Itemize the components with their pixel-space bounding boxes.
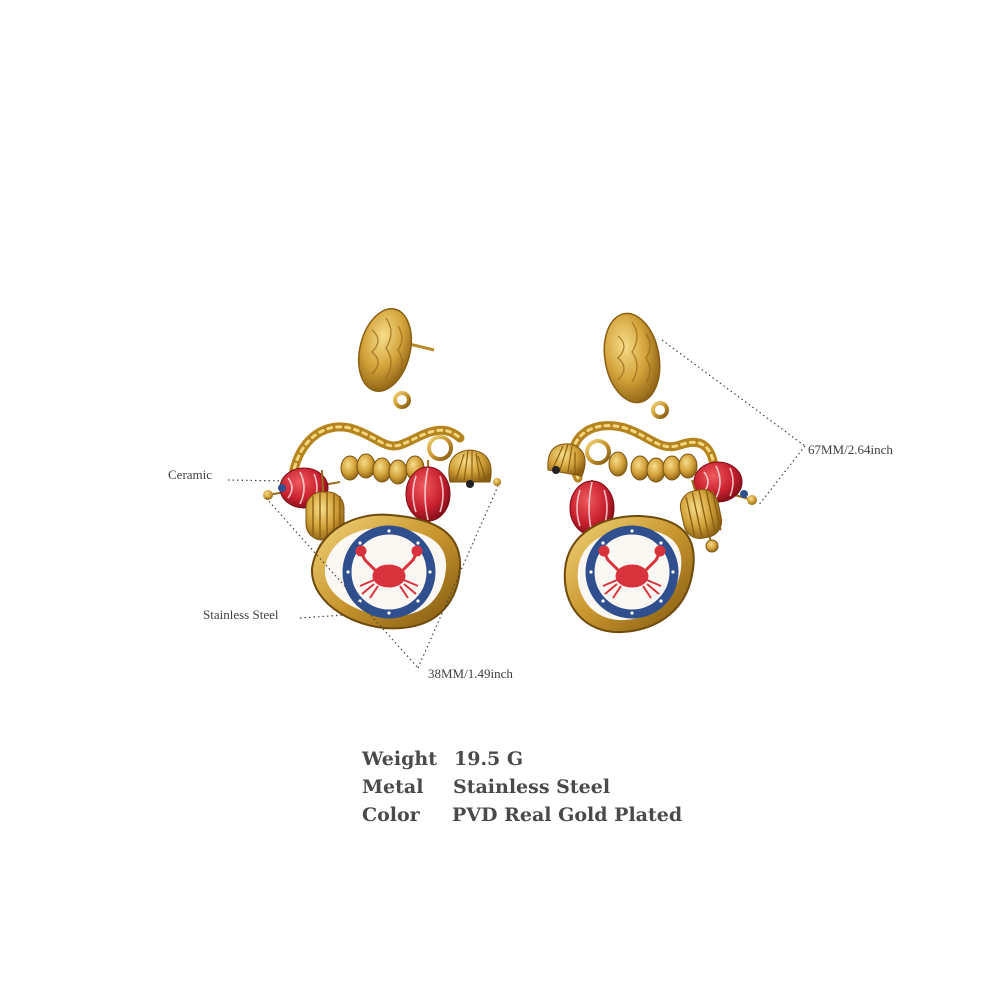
chain-twist <box>571 424 717 482</box>
jump-ring <box>393 391 411 409</box>
jump-ring <box>651 401 669 419</box>
crab-medallion <box>563 514 695 634</box>
stud-engraving <box>371 317 403 379</box>
spec-value: Stainless Steel <box>453 776 611 798</box>
oval-stud <box>357 308 413 392</box>
crab-icon <box>355 545 423 599</box>
corrugated-gold-bead <box>679 479 723 553</box>
length-dimension-label: 67MM/2.64inch <box>808 442 893 457</box>
shell-charm <box>547 443 586 477</box>
oval-stud <box>603 312 661 404</box>
ceramic-leader-line <box>227 479 286 482</box>
crab-icon <box>598 545 666 599</box>
spec-value: PVD Real Gold Plated <box>452 804 683 826</box>
stud-engraving <box>617 321 651 383</box>
shell-charm <box>448 449 501 488</box>
callout-lines <box>227 339 806 669</box>
ceramic-label: Ceramic <box>168 467 213 482</box>
chain-twist <box>290 425 462 497</box>
stainless-steel-label: Stainless Steel <box>203 607 279 622</box>
spec-label: Color <box>362 804 420 826</box>
spec-label: Metal <box>362 776 424 798</box>
width-dimension-line <box>265 497 419 669</box>
rondelle-cluster <box>340 435 453 485</box>
crab-medallion <box>310 513 462 630</box>
spec-label: Weight <box>362 748 437 770</box>
left-earring <box>263 308 501 630</box>
stainless-leader-line <box>299 614 346 619</box>
width-dimension-line <box>417 485 499 669</box>
right-earring <box>547 312 757 634</box>
width-dimension-label: 38MM/1.49inch <box>428 666 513 681</box>
length-dimension-line <box>661 339 806 447</box>
length-dimension-line <box>757 445 806 507</box>
rondelle-cluster <box>585 439 698 483</box>
spec-value: 19.5 G <box>454 748 524 770</box>
